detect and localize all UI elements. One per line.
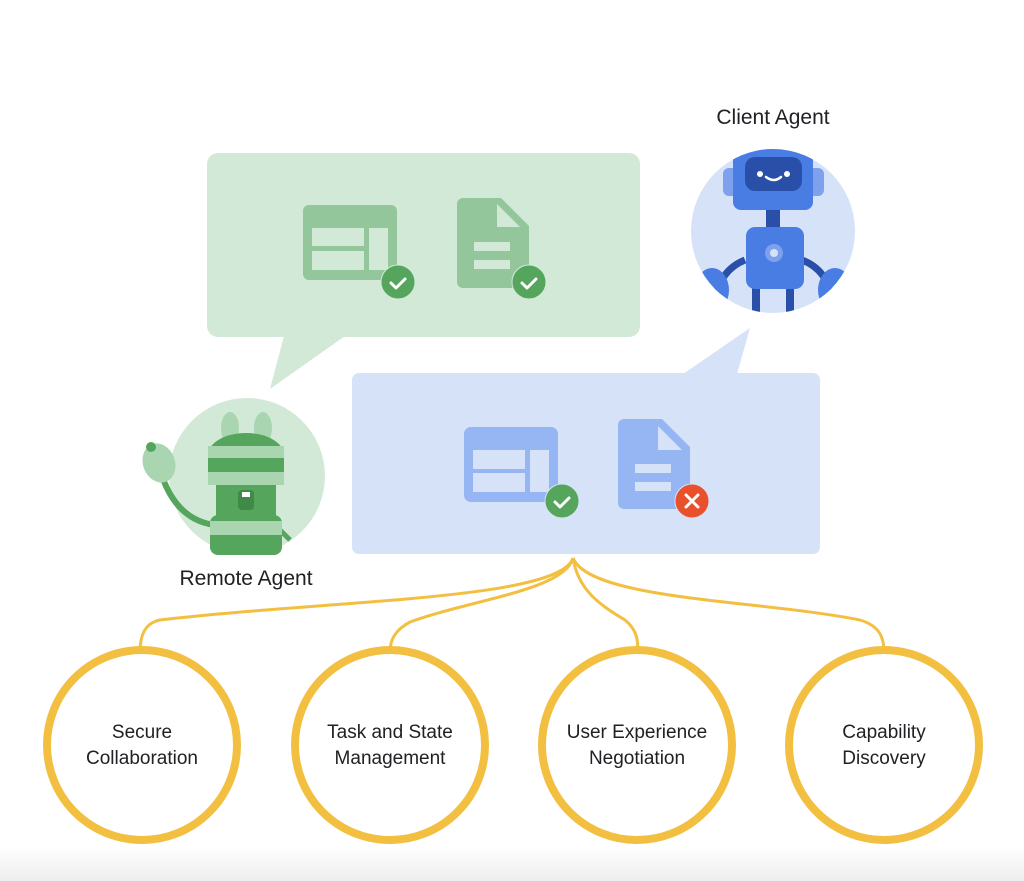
capability-circle-ux xyxy=(538,646,736,844)
capability-line: Negotiation xyxy=(588,748,686,769)
remote-agent-label: Remote Agent xyxy=(179,567,313,590)
capability-line: Secure xyxy=(111,722,173,743)
bottom-fade xyxy=(0,846,1024,881)
check-badge xyxy=(544,483,580,519)
check-icon xyxy=(389,277,407,290)
table-layout-icon xyxy=(464,427,558,502)
client-agent-label: Client Agent xyxy=(716,106,830,129)
check-badge xyxy=(511,264,547,300)
capability-circle-task xyxy=(291,646,489,844)
check-icon xyxy=(520,277,538,290)
capability-line: Discovery xyxy=(842,748,926,769)
x-badge xyxy=(674,483,710,519)
capability-line: Task and State xyxy=(327,722,453,743)
connector-task xyxy=(388,557,575,653)
capability-line: Capability xyxy=(842,722,926,743)
table-layout-icon xyxy=(303,205,397,280)
connector-lines xyxy=(138,557,886,653)
document-icon xyxy=(618,419,690,509)
document-icon xyxy=(457,198,529,288)
remote-agent-avatar xyxy=(142,398,325,555)
capability-label: Secure Collaboration xyxy=(47,720,237,772)
connector-discovery xyxy=(571,557,886,653)
capability-circle-discovery xyxy=(785,646,983,844)
check-badge xyxy=(380,264,416,300)
client-agent-avatar xyxy=(691,149,855,313)
client-agent-speech-bubble xyxy=(352,328,820,554)
capability-line: Collaboration xyxy=(86,748,198,769)
capability-label: Task and State Management xyxy=(295,720,485,772)
capability-label: Capability Discovery xyxy=(789,720,979,772)
capability-line: Management xyxy=(334,748,446,769)
connector-secure xyxy=(138,557,575,653)
x-icon xyxy=(684,493,700,509)
capability-line: User Experience xyxy=(566,722,708,743)
capability-circle-secure xyxy=(43,646,241,844)
remote-agent-speech-bubble xyxy=(207,153,640,389)
capability-label: User Experience Negotiation xyxy=(542,720,732,772)
capability-circles xyxy=(43,646,983,844)
green-bunny-robot-icon xyxy=(142,412,292,555)
check-icon xyxy=(553,496,571,509)
connector-ux xyxy=(571,557,640,653)
